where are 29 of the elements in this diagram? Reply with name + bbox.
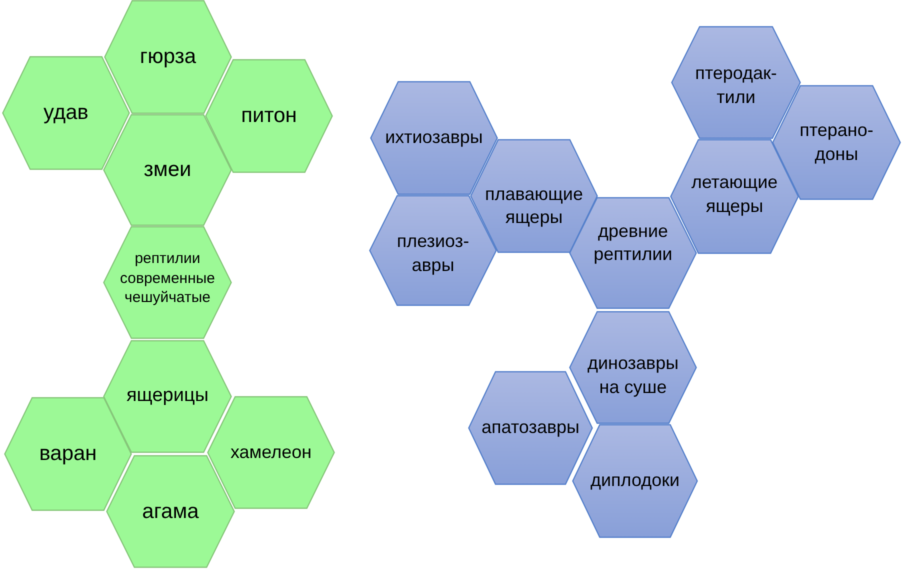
tile-label: питон <box>241 103 297 130</box>
tile-label: летающие ящеры <box>690 171 779 218</box>
tile-label: птерано- доны <box>798 119 874 166</box>
tile-label: гюрза <box>140 44 196 70</box>
tile-label: плавающие ящеры <box>484 182 584 229</box>
hexagon-tile <box>205 59 333 173</box>
tile-label: рептилии современные чешуйчатые <box>118 249 216 308</box>
tile-label: варан <box>39 441 97 468</box>
hexagon-tile <box>670 139 799 254</box>
tile-label: динозавры на суше <box>586 352 680 399</box>
tile-label: плезиоз- авры <box>396 230 470 277</box>
hexagon-tile <box>207 396 335 509</box>
hexagon-tile <box>103 114 232 226</box>
tile-label: агама <box>142 498 199 525</box>
tile-label: ящерицы <box>126 384 208 408</box>
hexagon-tile <box>671 26 801 139</box>
hexagon-tile <box>103 340 232 453</box>
tile-label: птеродак- тили <box>694 62 778 108</box>
hexagon-tile <box>569 311 697 424</box>
tile-label: ихтиозавры <box>385 126 483 150</box>
tile-label: удав <box>44 100 88 126</box>
hexagon-tile <box>103 226 232 339</box>
tile-label: змеи <box>144 157 192 184</box>
tile-label: древние рептилии <box>592 220 674 266</box>
hexagon-tile <box>2 56 130 170</box>
hexagon-tile <box>104 0 232 114</box>
tile-label: апатозавры <box>482 416 580 440</box>
tile-label: хамелеон <box>230 440 312 464</box>
tile-label: диплодоки <box>590 469 680 492</box>
